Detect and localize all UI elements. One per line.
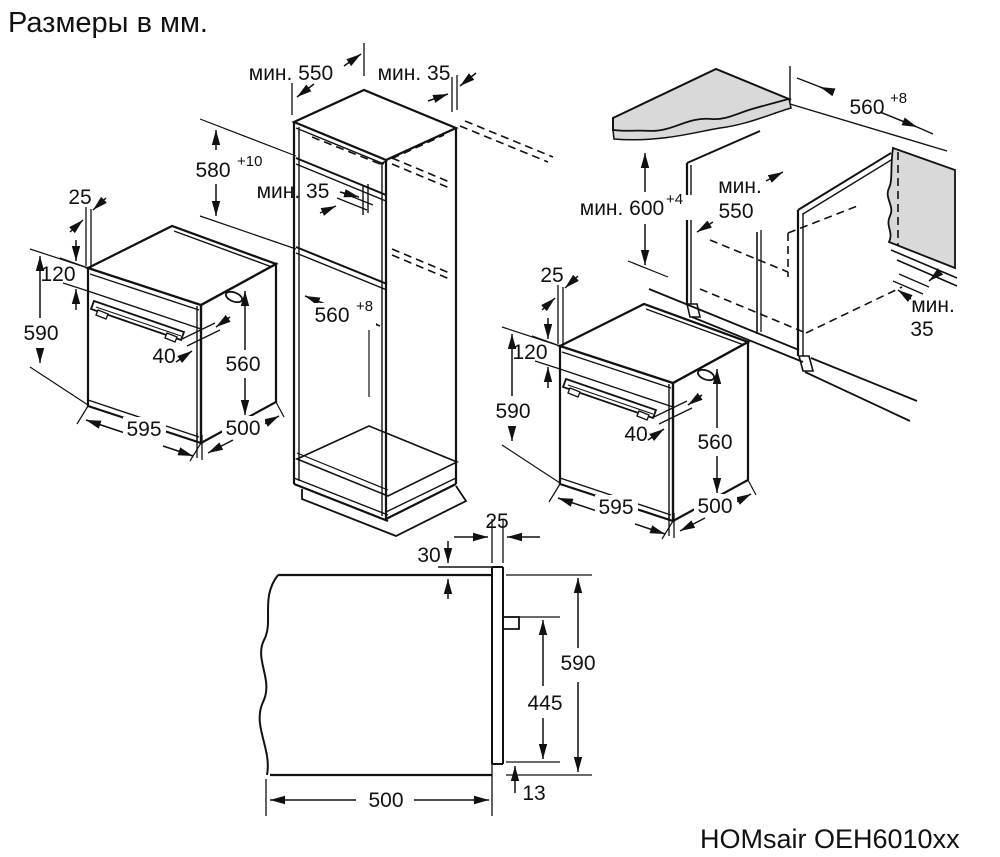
dim-counter-depth-value: 550: [718, 200, 753, 223]
dim-niche-height: 580: [195, 159, 230, 182]
oven-right-labels: 25 120 590 40 560 595 500: [495, 264, 737, 519]
diagram-under-counter: 560 +8 мин. 600 +4 мин. 550 мин. 35: [572, 66, 958, 422]
dim-counter-rear-gap-label: мин.: [911, 294, 955, 317]
dim-top-band: 120: [40, 263, 75, 286]
dim-height: 590: [23, 322, 58, 345]
dim-width: 595: [598, 496, 633, 519]
dim-front-depth: 25: [540, 264, 563, 287]
dim-counter-rear-gap-value: 35: [910, 318, 933, 341]
dim-width: 595: [126, 418, 161, 441]
dim-front-depth: 25: [68, 186, 91, 209]
oven-left-labels: 25 120 590 40 560 595 500: [23, 186, 265, 441]
dim-height: 590: [495, 400, 530, 423]
dim-niche-height-tol: +10: [237, 153, 262, 170]
dim-counter-depth-label: мин.: [718, 175, 762, 198]
dim-counter-niche-width-tol: +8: [890, 90, 907, 107]
dim-niche-width-tol: +8: [356, 298, 373, 315]
dim-depth: 500: [697, 495, 732, 518]
dim-side-height: 590: [560, 652, 595, 675]
dim-column-top-gap: мин. 35: [378, 62, 451, 85]
diagram-tall-column: мин. 550 мин. 35 580 +10 мин. 35 560 +8: [195, 43, 554, 537]
model-number: HOMsair OEH6010xx: [700, 824, 960, 854]
dim-column-depth: мин. 550: [249, 62, 333, 85]
diagram-oven-left: 25 120 590 40 560 595 500: [23, 186, 284, 461]
dim-top-band: 120: [512, 341, 547, 364]
diagram-oven-right: 25 120 590 40 560 595 500: [495, 264, 756, 539]
dim-handle-depth: 40: [624, 423, 647, 446]
dim-side-depth: 500: [368, 789, 403, 812]
dim-side-front-depth: 25: [485, 510, 508, 533]
page-title: Размеры в мм.: [8, 7, 208, 39]
dim-counter-height: мин. 600: [580, 197, 664, 220]
dim-side-handle-bottom: 445: [527, 692, 562, 715]
dim-counter-height-tol: +4: [666, 191, 683, 208]
dim-niche-width: 560: [314, 304, 349, 327]
dim-side-top-gap: 30: [417, 544, 440, 567]
dim-column-rear-gap: мин. 35: [257, 180, 330, 203]
dim-body-height: 560: [225, 353, 260, 376]
dim-counter-niche-width: 560: [849, 96, 884, 119]
dim-side-bottom-gap: 13: [522, 782, 545, 805]
dim-handle-depth: 40: [152, 345, 175, 368]
dim-body-height: 560: [697, 431, 732, 454]
diagram-side-view: 25 30 590 445 13 500: [258, 510, 599, 816]
dim-depth: 500: [225, 417, 260, 440]
